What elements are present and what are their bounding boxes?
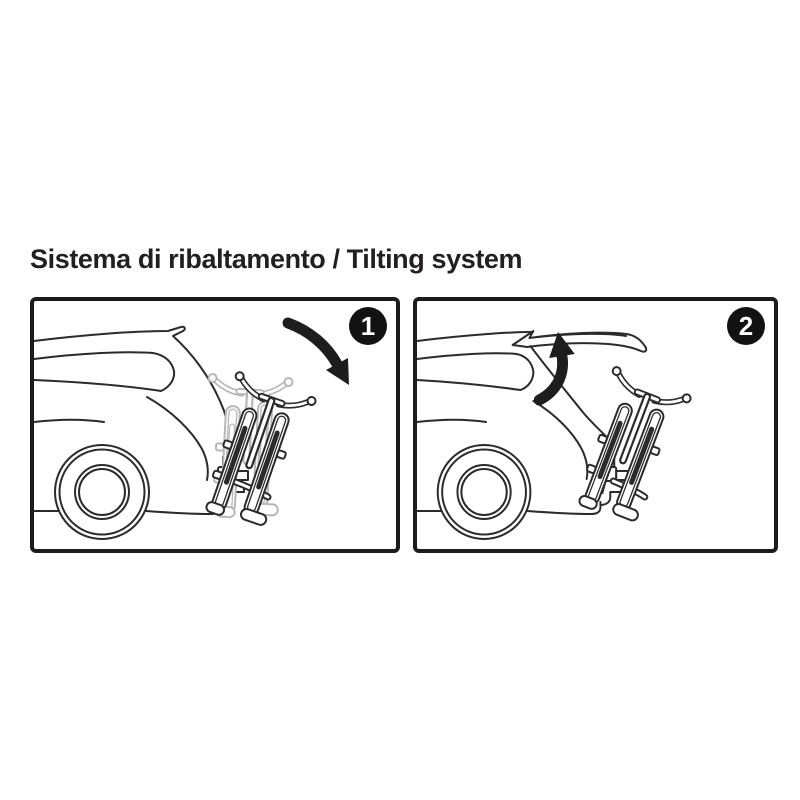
tailgate-open xyxy=(511,330,648,353)
rear-wheel xyxy=(436,444,532,540)
car-rear-with-bike-rack-tilting-down-illustration xyxy=(34,317,349,540)
step-2-panel: 2 xyxy=(413,297,778,553)
step-badge: 2 xyxy=(727,307,765,345)
bike-rack-tilted xyxy=(578,366,692,522)
rear-wheel xyxy=(54,444,150,540)
step-badge: 1 xyxy=(349,307,387,345)
page-title: Sistema di ribaltamento / Tilting system xyxy=(30,244,523,274)
bike-rack-tilted xyxy=(205,371,317,526)
step-number: 1 xyxy=(360,311,376,341)
car-rear-tailgate-open-with-bike-rack-tilted-illustration xyxy=(417,330,692,540)
step-number: 2 xyxy=(738,311,754,341)
step-1-panel: 1 xyxy=(30,297,400,553)
curved-arrow-tilt-down-icon xyxy=(282,317,349,385)
curved-arrow-tailgate-up-icon xyxy=(533,332,575,406)
